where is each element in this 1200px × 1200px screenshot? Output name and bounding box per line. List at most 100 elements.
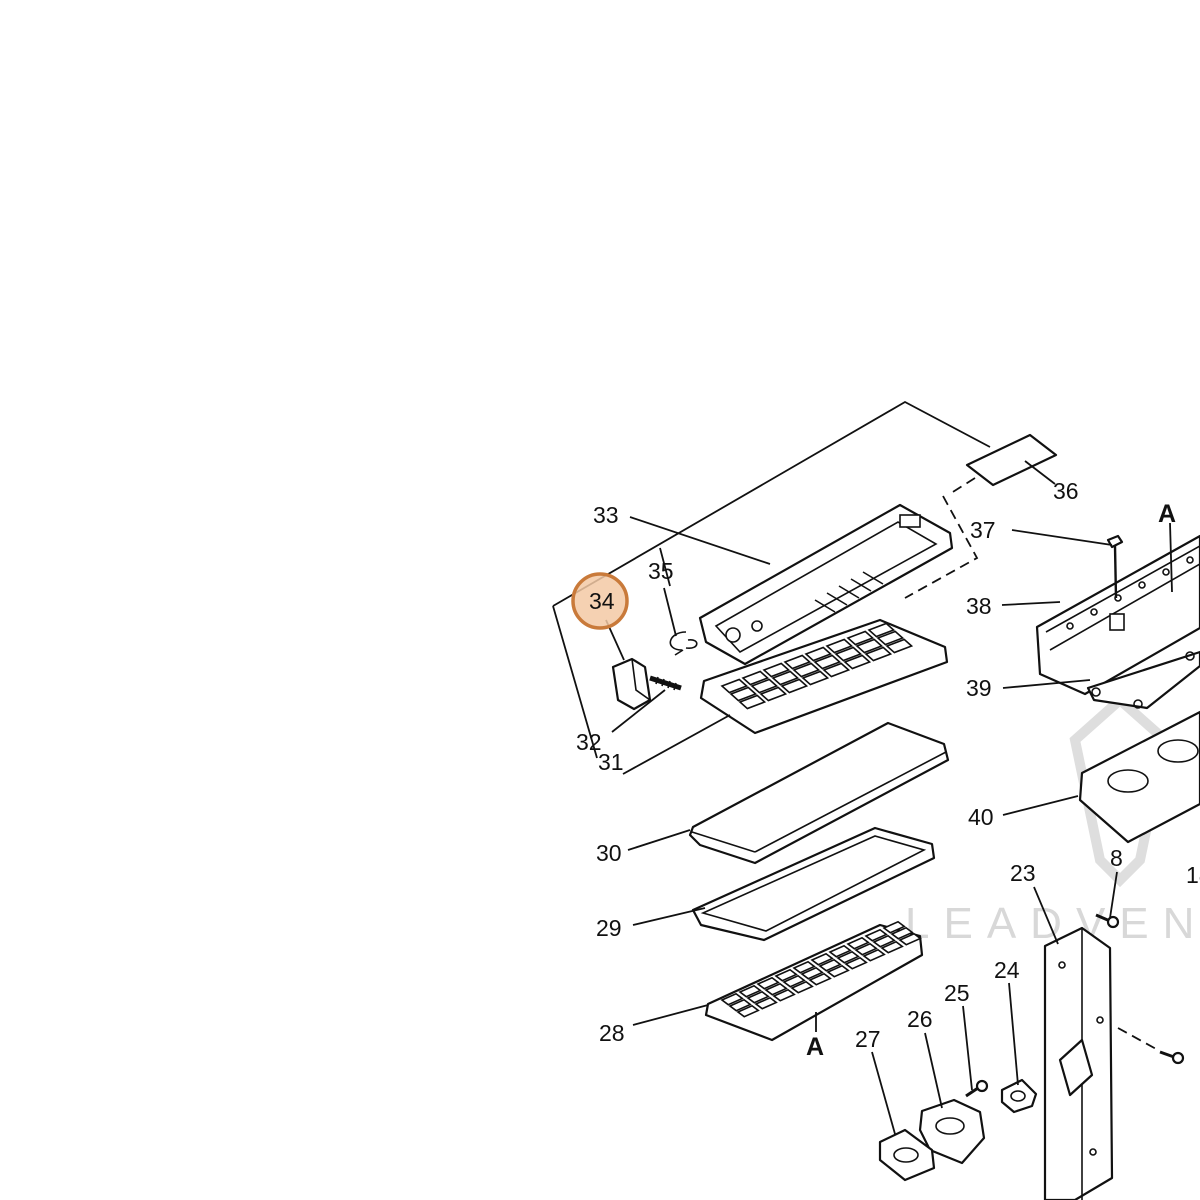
label-34[interactable]: 34 [589,588,615,614]
grid-cell [801,670,830,686]
grid-cell [844,956,868,970]
label-8[interactable]: 8 [1110,845,1123,871]
grid-cell [759,686,788,702]
grid-cell [729,686,758,702]
grid-cell [746,990,770,1004]
grid-cell [808,972,832,986]
label-35[interactable]: 35 [648,558,674,584]
grid-cell [882,920,906,934]
part-25-screw[interactable] [965,1079,989,1098]
label-29[interactable]: 29 [596,915,622,941]
grid-cell [885,638,914,654]
ref-mark-a-top: A [1158,500,1176,528]
label-23[interactable]: 23 [1010,860,1036,886]
part-32-stud[interactable] [649,675,682,691]
grid-cell [826,964,850,978]
grid-cell [783,654,812,670]
grid-cell [843,654,872,670]
grid-cell [792,662,821,678]
assembly-bracket [552,400,991,759]
grid-cell [774,968,798,982]
grid-cell [818,958,842,972]
label-32[interactable]: 32 [576,729,602,755]
grid-cell [792,960,816,974]
part-23-panel[interactable] [1043,926,1114,1200]
part-8-bolt[interactable] [1095,913,1120,929]
grid-cell [862,948,886,962]
leader-lines [605,516,1173,1135]
part-30-filter-pad[interactable] [688,721,950,865]
grid-cell [762,662,791,678]
part-28-screen[interactable] [704,920,924,1042]
grid-cell [780,678,809,694]
label-26[interactable]: 26 [907,1006,933,1032]
grid-cell [756,976,780,990]
ref-mark-a-bottom: A [806,1033,824,1061]
label-36[interactable]: 36 [1053,478,1079,504]
grid-cell [728,998,752,1012]
grid-cell [804,646,833,662]
grid-cell [855,638,884,654]
label-30[interactable]: 30 [596,840,622,866]
part-27-gasket[interactable] [878,1128,936,1182]
label-38[interactable]: 38 [966,593,992,619]
callout-labels: 36 33 35 34 32 31 30 29 28 37 38 39 40 8… [576,478,1200,1061]
label-27[interactable]: 27 [855,1026,881,1052]
grid-cell [738,694,767,710]
part-36-label-plate[interactable] [947,433,1058,496]
grid-cell [864,928,888,942]
grid-cell [898,932,922,946]
part-18-bolt[interactable] [1117,1027,1185,1065]
label-39[interactable]: 39 [966,675,992,701]
grid-cell [846,936,870,950]
grid-cell [741,670,770,686]
part-39-gasket[interactable] [1086,650,1200,710]
grid-cell [825,638,854,654]
part-29-gasket[interactable] [691,826,936,942]
grid-cell [764,982,788,996]
part-35-clip[interactable] [669,631,698,656]
grid-cell [867,622,896,638]
grid-cell [782,974,806,988]
part-38-case[interactable] [1035,534,1200,696]
highlight-marker-34 [571,572,629,630]
part-33-cover[interactable] [698,503,954,666]
grid-cell [754,996,778,1010]
grid-cell [720,678,749,694]
part-34-bracket[interactable] [611,657,652,711]
grid-cell [771,670,800,686]
watermark-text: LEADVENT [905,899,1200,948]
watermark: LEADVENT [905,693,1200,948]
grid-cell [772,988,796,1002]
label-24[interactable]: 24 [994,957,1020,983]
part-31-filter-frame[interactable] [699,618,949,735]
grid-cell [738,984,762,998]
grid-cell [790,980,814,994]
grid-cell [854,942,878,956]
part-40-plate[interactable] [1078,710,1200,844]
grid-cell [800,966,824,980]
grid-cell [834,646,863,662]
grid-cell [864,646,893,662]
part-26-block[interactable] [918,1098,986,1165]
grid-cell [810,952,834,966]
label-37[interactable]: 37 [970,517,996,543]
grid-cell [736,1004,760,1018]
grid-cell [822,662,851,678]
grid-cell [890,926,914,940]
label-33[interactable]: 33 [593,502,619,528]
label-31[interactable]: 31 [598,749,624,775]
label-28[interactable]: 28 [599,1020,625,1046]
grid-cell [813,654,842,670]
grid-cell [836,950,860,964]
grid-cell [720,992,744,1006]
label-40[interactable]: 40 [968,804,994,830]
label-25[interactable]: 25 [944,980,970,1006]
grid-cell [828,944,852,958]
label-18[interactable]: 18 [1186,862,1200,888]
part-24-gasket[interactable] [1000,1078,1038,1114]
grid-cell [880,940,904,954]
grid-cell [872,934,896,948]
grid-cell [846,630,875,646]
